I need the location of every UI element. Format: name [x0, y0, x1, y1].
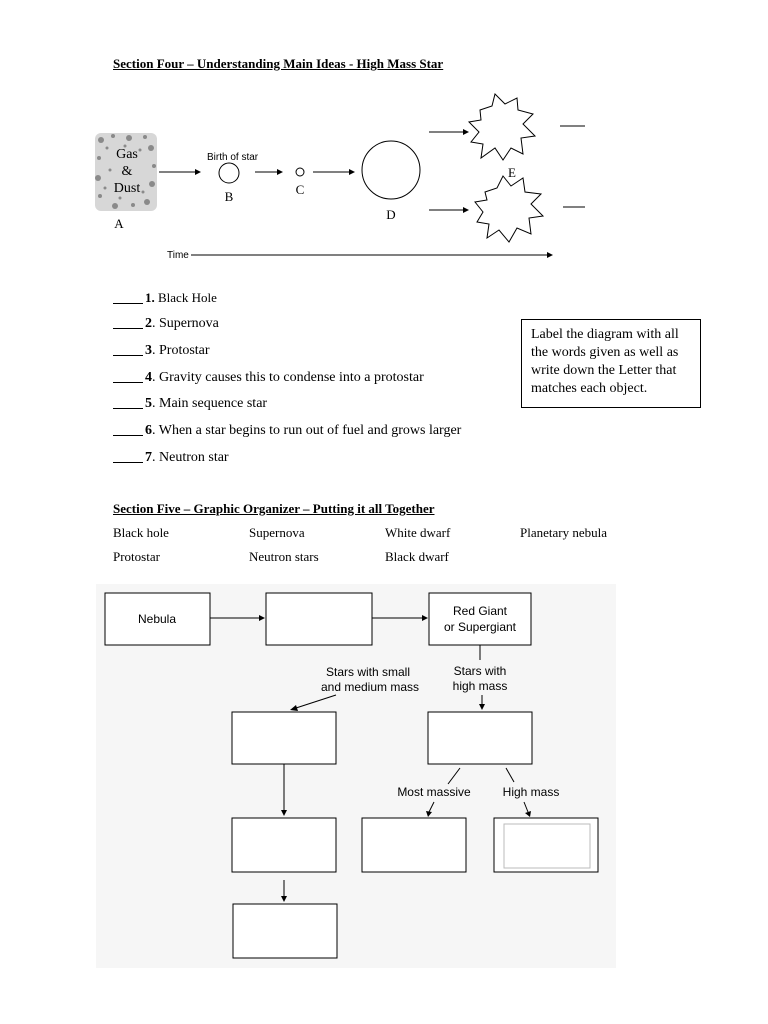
star-lifecycle-diagram: Gas & Dust A Birth of star B C D E G	[95, 93, 585, 261]
graphic-organizer: Nebula Red Giant or Supergiant Stars wit…	[96, 584, 616, 968]
question-2: 2. Supernova	[113, 316, 219, 332]
supernova-lower-burst	[474, 175, 545, 243]
answer-blank[interactable]	[113, 382, 143, 383]
organizer-blank-box[interactable]	[232, 903, 338, 959]
organizer-blank-box[interactable]	[265, 592, 373, 646]
red-giant-box	[428, 592, 532, 646]
organizer-blank-box[interactable]	[231, 817, 337, 873]
answer-blank[interactable]	[113, 435, 143, 436]
organizer-blank-box[interactable]	[427, 711, 533, 765]
supergiant-label: or Supergiant	[444, 620, 517, 634]
word-protostar: Protostar	[113, 549, 160, 564]
section-four-title: Section Four – Understanding Main Ideas …	[113, 56, 444, 71]
high-mass-label-1: Stars with	[454, 664, 507, 678]
nebula-label: Nebula	[138, 612, 176, 626]
answer-blank[interactable]	[113, 462, 143, 463]
red-giant-label: Red Giant	[453, 604, 508, 618]
time-label: Time	[167, 250, 189, 261]
word-white-dwarf: White dwarf	[385, 525, 451, 540]
letter-c: C	[296, 182, 305, 197]
answer-blank[interactable]	[113, 328, 143, 329]
question-6: 6. When a star begins to run out of fuel…	[113, 423, 461, 439]
word-black-dwarf: Black dwarf	[385, 549, 449, 564]
letter-a: A	[114, 216, 124, 231]
letter-d: D	[386, 207, 395, 222]
small-medium-label-1: Stars with small	[326, 665, 410, 679]
instruction-box: Label the diagram with all the words giv…	[521, 319, 701, 408]
birth-of-star-label: Birth of star	[207, 152, 259, 163]
high-mass-label-2: high mass	[453, 679, 508, 693]
answer-blank[interactable]	[113, 303, 143, 304]
instruction-text: Label the diagram with all the words giv…	[531, 327, 679, 396]
letter-e: E	[508, 165, 516, 180]
high-mass-branch-label: High mass	[503, 785, 560, 799]
supernova-e-burst	[467, 93, 537, 161]
gas-dust-cloud	[95, 133, 157, 211]
question-3: 3. Protostar	[113, 343, 210, 359]
word-neutron-stars: Neutron stars	[249, 549, 319, 564]
answer-blank[interactable]	[113, 355, 143, 356]
gas-label: Gas	[116, 147, 138, 162]
answer-blank[interactable]	[113, 408, 143, 409]
nebula-box	[104, 592, 211, 646]
organizer-blank-box[interactable]	[361, 817, 467, 873]
word-planetary-nebula: Planetary nebula	[520, 525, 607, 540]
word-supernova: Supernova	[249, 525, 305, 540]
dust-label: Dust	[114, 181, 141, 196]
word-black-hole: Black hole	[113, 525, 169, 540]
ampersand-label: &	[122, 164, 133, 179]
organizer-blank-box[interactable]	[231, 711, 337, 765]
question-4: 4. Gravity causes this to condense into …	[113, 370, 424, 386]
small-medium-label-2: and medium mass	[321, 680, 419, 694]
star-c-circle	[295, 167, 305, 177]
star-d-circle	[361, 140, 421, 200]
letter-b: B	[225, 189, 234, 204]
organizer-blank-box[interactable]	[493, 817, 599, 873]
section-five-title: Section Five – Graphic Organizer – Putti…	[113, 501, 435, 516]
question-7: 7. Neutron star	[113, 450, 229, 466]
question-5: 5. Main sequence star	[113, 396, 267, 412]
star-b-circle	[218, 162, 240, 184]
most-massive-label: Most massive	[397, 785, 471, 799]
question-1: 1. Black Hole	[113, 290, 217, 306]
